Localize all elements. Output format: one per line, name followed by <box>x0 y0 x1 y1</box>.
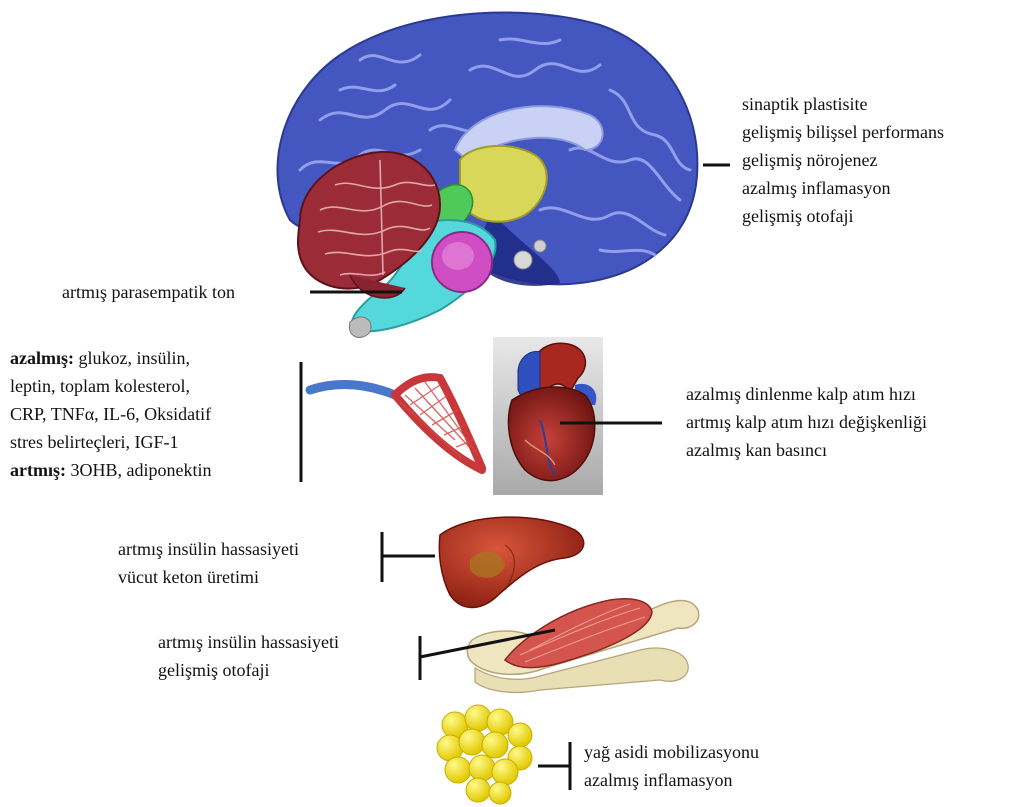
blood-markers-label: azalmış: glukoz, insülin, leptin, toplam… <box>10 344 211 484</box>
brain-effects-label: sinaptik plastisite gelişmiş bilişsel pe… <box>742 90 944 230</box>
liver-effects-label: artmış insülin hassasiyeti vücut keton ü… <box>118 535 299 591</box>
decreased-heading: azalmış: <box>10 348 74 368</box>
brain-effect-line: sinaptik plastisite <box>742 90 944 118</box>
decreased-first-line: glukoz, insülin, <box>74 348 190 368</box>
liver-effect-line: vücut keton üretimi <box>118 563 299 591</box>
increased-line: 3OHB, adiponektin <box>66 460 212 480</box>
brain-icon <box>277 12 697 337</box>
vessel-icon <box>310 377 482 470</box>
fat-effect-line: yağ asidi mobilizasyonu <box>584 738 759 766</box>
decreased-line: CRP, TNFα, IL-6, Oksidatif <box>10 400 211 428</box>
muscle-effect-line: gelişmiş otofaji <box>158 656 339 684</box>
fat-effects-label: yağ asidi mobilizasyonu azalmış inflamas… <box>584 738 759 794</box>
increased-heading: artmış: <box>10 460 66 480</box>
liver-effect-line: artmış insülin hassasiyeti <box>118 535 299 563</box>
decreased-line: stres belirteçleri, IGF-1 <box>10 428 211 456</box>
muscle-icon <box>467 599 698 693</box>
heart-effects-label: azalmış dinlenme kalp atım hızı artmış k… <box>686 380 927 464</box>
heart-icon <box>493 337 603 495</box>
brain-effect-line: gelişmiş otofaji <box>742 202 944 230</box>
heart-effect-line: azalmış kan basıncı <box>686 436 927 464</box>
muscle-effect-line: artmış insülin hassasiyeti <box>158 628 339 656</box>
brain-effect-line: azalmış inflamasyon <box>742 174 944 202</box>
muscle-effects-label: artmış insülin hassasiyeti gelişmiş otof… <box>158 628 339 684</box>
liver-icon <box>439 517 583 607</box>
brain-effect-line: gelişmiş nörojenez <box>742 146 944 174</box>
fat-cells-icon <box>437 705 532 804</box>
heart-effect-line: azalmış dinlenme kalp atım hızı <box>686 380 927 408</box>
brainstem-label: artmış parasempatik ton <box>62 278 235 306</box>
heart-effect-line: artmış kalp atım hızı değişkenliği <box>686 408 927 436</box>
brain-effect-line: gelişmiş bilişsel performans <box>742 118 944 146</box>
fat-effect-line: azalmış inflamasyon <box>584 766 759 794</box>
decreased-line: leptin, toplam kolesterol, <box>10 372 211 400</box>
